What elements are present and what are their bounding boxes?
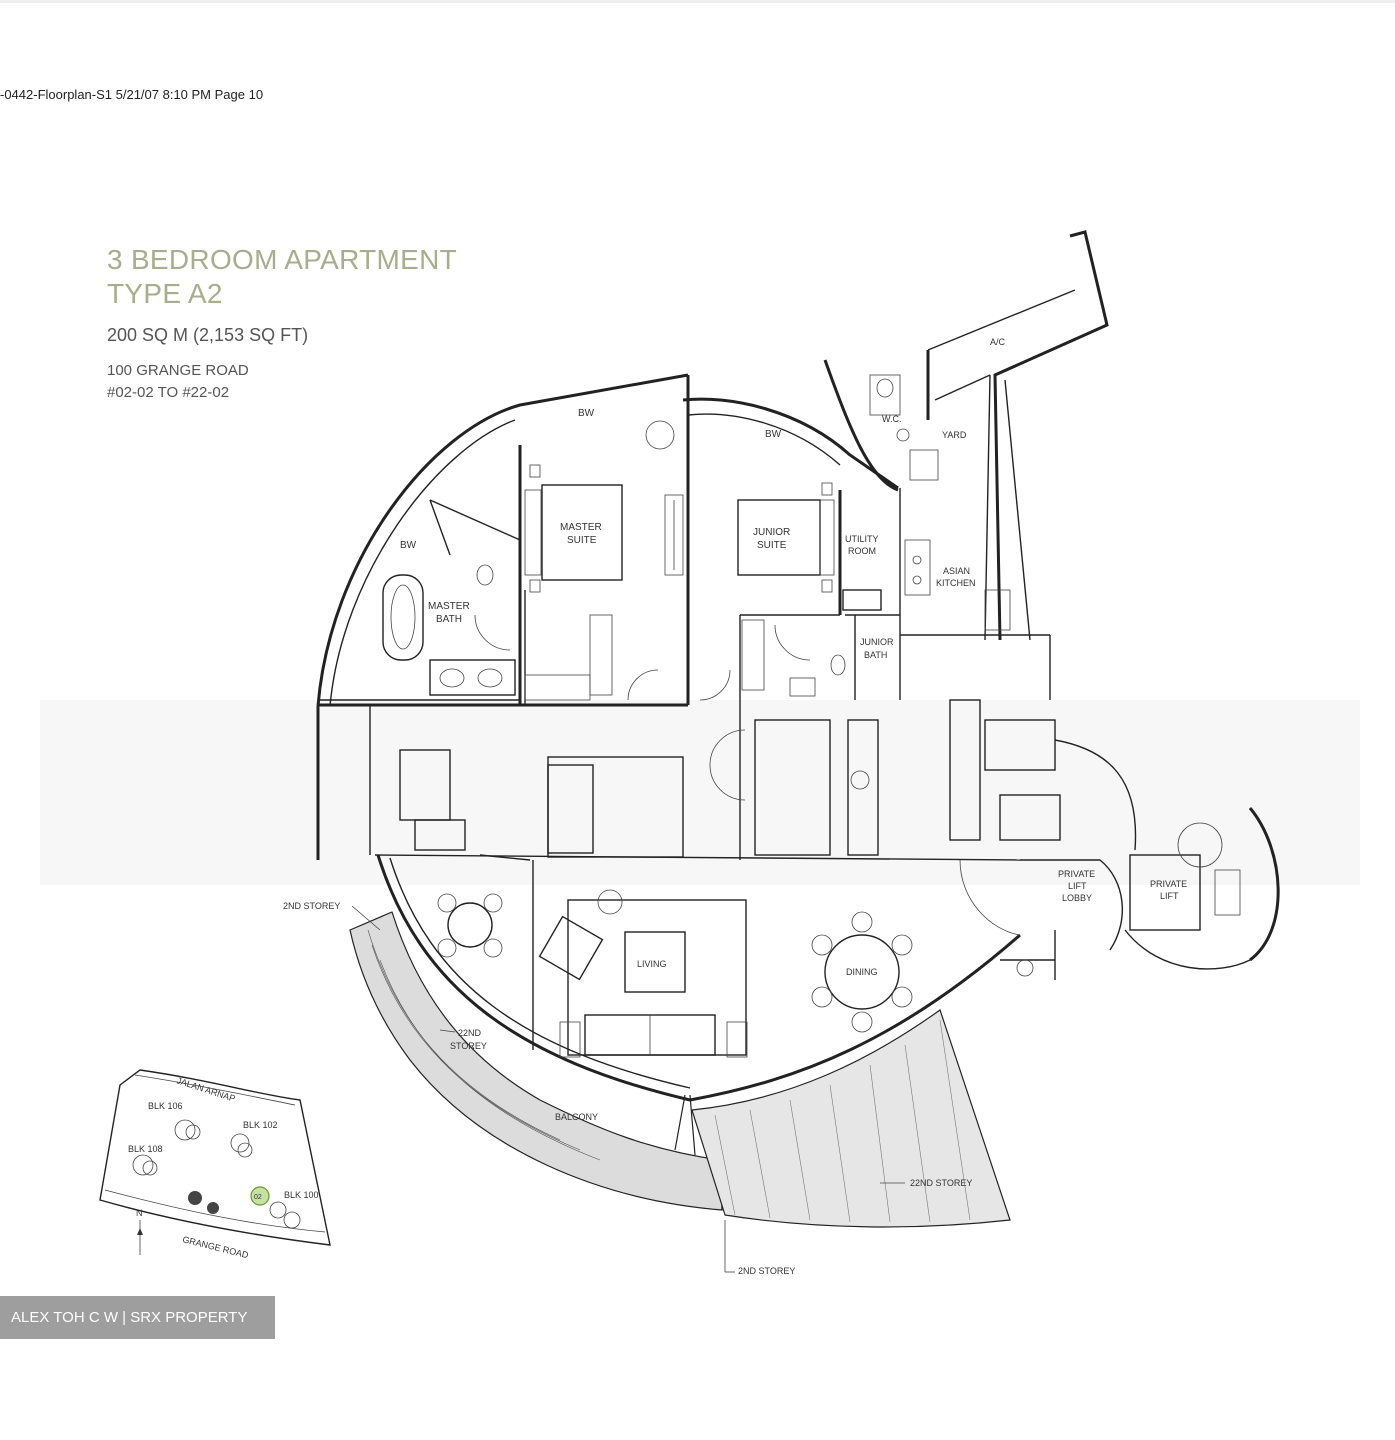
unit-title: 3 BEDROOM APARTMENT (107, 244, 458, 275)
wall-ac-ledge (993, 230, 1109, 641)
label-private-lift-1: PRIVATE (1150, 879, 1187, 889)
label-junior-suite-1: JUNIOR (753, 527, 790, 538)
unit-area: 200 SQ M (2,153 SQ FT) (107, 325, 309, 345)
label-junior-suite-2: SUITE (757, 540, 787, 551)
label-private-lift-lobby-3: LOBBY (1062, 893, 1092, 903)
key-plan-site-outline (99, 1069, 331, 1246)
label-bw-junior: BW (765, 429, 782, 440)
key-road-top: JALAN ARNAP (175, 1075, 236, 1103)
living-dining (437, 859, 1021, 1058)
label-ac-ledge: A/C (990, 337, 1006, 347)
outer-shell (316, 373, 1021, 1102)
label-dining: DINING (846, 967, 878, 977)
outer-wall-north (682, 397, 899, 490)
key-road-bottom: GRANGE ROAD (182, 1234, 250, 1260)
key-blk-102: BLK 102 (243, 1120, 278, 1130)
bathtub (382, 574, 424, 661)
title-block: 3 BEDROOM APARTMENT TYPE A2 200 SQ M (2,… (107, 243, 457, 404)
print-header: -0442-Floorplan-S1 5/21/07 8:10 PM Page … (0, 87, 264, 102)
master-bed (541, 484, 623, 581)
service-wing (823, 230, 1109, 700)
label-living: LIVING (637, 959, 667, 969)
balcony-hatch-left (349, 911, 723, 1211)
outer-wall-inner-n (687, 413, 841, 466)
label-junior-bath-1: JUNIOR (860, 637, 894, 647)
watermark: ALEX TOH C W | SRX PROPERTY (0, 1296, 275, 1339)
label-junior-bath-2: BATH (864, 650, 887, 660)
room-labels: BW BW BW MASTER SUITE JUNIOR SUITE MASTE… (400, 337, 1187, 1122)
annotation-2nd-storey-bottom: 2ND STOREY (738, 1266, 795, 1276)
outer-wall-north-west (316, 373, 689, 707)
kitchen-hob (904, 539, 931, 596)
key-unit-highlight: 02 (254, 1194, 262, 1201)
label-yard: YARD (942, 430, 967, 440)
label-bw-bath: BW (400, 540, 417, 551)
background-band (40, 700, 1360, 885)
unit-type: TYPE A2 (107, 278, 223, 309)
bedroom-wing (318, 375, 901, 707)
unit-numbers: #02-02 TO #22-02 (107, 384, 230, 401)
south-curve-inner (389, 857, 691, 1089)
label-utility-room-1: UTILITY (845, 534, 879, 544)
south-curve-wall (376, 854, 1021, 1102)
annotation-22nd-storey-left-1: 22ND (458, 1028, 482, 1038)
key-blk-108: BLK 108 (128, 1144, 163, 1154)
highlighted-unit-marker (250, 1186, 270, 1206)
middle-band (369, 699, 1061, 1050)
round-table-small (447, 902, 493, 948)
label-private-lift-lobby-2: LIFT (1068, 881, 1087, 891)
living-rug (567, 899, 747, 1056)
label-wc: W.C. (882, 414, 902, 424)
key-plan: JALAN ARNAP GRANGE ROAD BLK 106 BLK 102 … (99, 1069, 331, 1260)
annotation-2nd-storey-left: 2ND STOREY (283, 901, 340, 911)
annotation-22nd-storey-left-2: STOREY (450, 1041, 487, 1051)
key-blk-106: BLK 106 (148, 1101, 183, 1111)
key-north: N (136, 1208, 143, 1218)
label-master-bath-2: BATH (436, 614, 462, 625)
key-blk-100: BLK 100 (284, 1190, 319, 1200)
unit-address: 100 GRANGE ROAD (107, 362, 249, 379)
private-lift-car (1129, 854, 1201, 931)
top-rule (0, 0, 1395, 3)
label-master-suite-2: SUITE (567, 535, 597, 546)
balcony-hatch-right (674, 1009, 1011, 1228)
label-asian-kitchen-2: KITCHEN (936, 578, 976, 588)
label-private-lift-lobby-1: PRIVATE (1058, 869, 1095, 879)
label-utility-room-2: ROOM (848, 546, 876, 556)
label-balcony: BALCONY (555, 1112, 598, 1122)
label-private-lift-2: LIFT (1160, 891, 1179, 901)
dining-table (824, 934, 900, 1010)
coffee-table (624, 931, 686, 993)
annotation-22nd-storey-right: 22ND STOREY (910, 1178, 972, 1188)
label-bw-master: BW (578, 408, 595, 419)
lift-area (1000, 739, 1280, 980)
wall-wc-west (823, 359, 899, 492)
outer-wall-inner-nw (329, 419, 516, 707)
storey-leaders (351, 905, 905, 1273)
label-asian-kitchen-1: ASIAN (943, 566, 970, 576)
armchair (538, 915, 604, 981)
storey-annotations: 2ND STOREY 22ND STOREY 22ND STOREY 2ND S… (283, 901, 972, 1276)
label-master-bath-1: MASTER (428, 601, 470, 612)
label-master-suite-1: MASTER (560, 522, 602, 533)
